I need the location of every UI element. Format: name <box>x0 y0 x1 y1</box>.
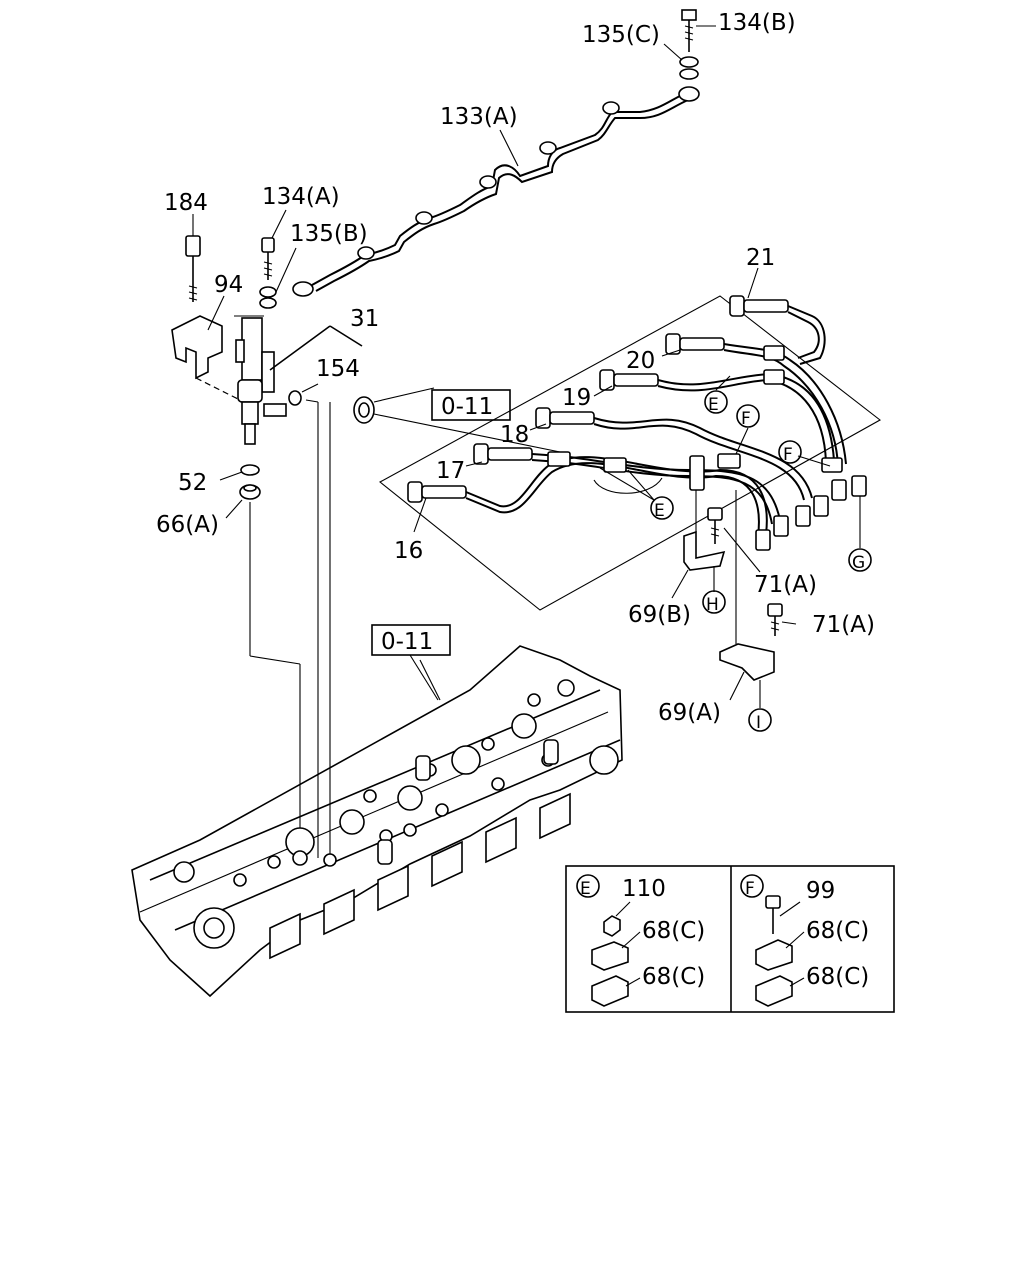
cylinder-head <box>131 645 623 998</box>
marker-e-1: E <box>708 395 719 415</box>
label-leaders <box>192 25 861 701</box>
bolt-134a <box>261 237 275 280</box>
detail-f-part-68c-mid: 68(C) <box>806 918 869 944</box>
bracket-69b <box>683 490 726 590</box>
label-94: 94 <box>214 272 243 298</box>
detail-box <box>565 865 895 1013</box>
label-16: 16 <box>394 538 423 564</box>
label-154: 154 <box>316 356 360 382</box>
circle-markers: E E F F G H I <box>650 390 872 733</box>
label-134a: 134(A) <box>262 184 340 210</box>
marker-g: G <box>852 553 865 573</box>
sleeve-ring <box>353 387 435 424</box>
detail-f-labels: F 99 68(C) 68(C) <box>740 874 869 990</box>
label-71a-upper: 71(A) <box>754 572 817 598</box>
label-66a: 66(A) <box>156 512 219 538</box>
bracket-69a <box>719 490 775 708</box>
detail-e-part-110: 110 <box>622 876 666 902</box>
bolt-134b <box>681 9 697 52</box>
detail-f-marker: F <box>745 879 755 899</box>
detail-e-part-68c-mid: 68(C) <box>642 918 705 944</box>
leader-lines <box>249 399 561 860</box>
label-21: 21 <box>746 245 775 271</box>
washer-52 <box>240 464 260 476</box>
part-labels: 134(B) 135(C) 133(A) 184 134(A) 135(B) 9… <box>156 10 875 726</box>
label-18: 18 <box>500 422 529 448</box>
label-31: 31 <box>350 306 379 332</box>
label-17: 17 <box>436 458 465 484</box>
marker-f-2: F <box>783 445 793 465</box>
leak-off-pipe-133a <box>292 86 700 297</box>
clamp-94 <box>171 315 241 401</box>
detail-f-part-68c-bot: 68(C) <box>806 964 869 990</box>
label-52: 52 <box>178 470 207 496</box>
seal-66a <box>239 484 261 500</box>
label-69a: 69(A) <box>658 700 721 726</box>
label-19: 19 <box>562 385 591 411</box>
ref-box-top-label: 0-11 <box>441 394 493 420</box>
marker-f-1: F <box>741 409 751 429</box>
detail-e-part-68c-bot: 68(C) <box>642 964 705 990</box>
bolt-71a-upper <box>707 507 723 544</box>
fuel-pipes <box>379 295 881 611</box>
label-184: 184 <box>164 190 208 216</box>
bolt-71a-lower <box>767 603 783 636</box>
label-71a-lower: 71(A) <box>812 612 875 638</box>
detail-f-part-99: 99 <box>806 878 835 904</box>
marker-e-2: E <box>654 501 665 521</box>
label-133a: 133(A) <box>440 104 518 130</box>
ref-box-top: 0-11 <box>431 389 511 421</box>
ref-box-bottom-label: 0-11 <box>381 629 433 655</box>
label-69b: 69(B) <box>628 602 691 628</box>
marker-h: H <box>706 595 719 615</box>
bolt-184 <box>185 235 201 302</box>
ref-box-bottom: 0-11 <box>371 624 451 701</box>
detail-e-marker: E <box>580 879 591 899</box>
marker-i: I <box>756 713 761 733</box>
washers-135c <box>679 56 699 80</box>
detail-e-labels: E 110 68(C) 68(C) <box>576 874 705 990</box>
label-134b: 134(B) <box>718 10 796 36</box>
washers-135b <box>259 286 277 309</box>
injector-31 <box>234 315 363 445</box>
seal-ring-154 <box>288 383 319 406</box>
label-135b: 135(B) <box>290 221 368 247</box>
label-20: 20 <box>626 348 655 374</box>
label-135c: 135(C) <box>582 22 660 48</box>
